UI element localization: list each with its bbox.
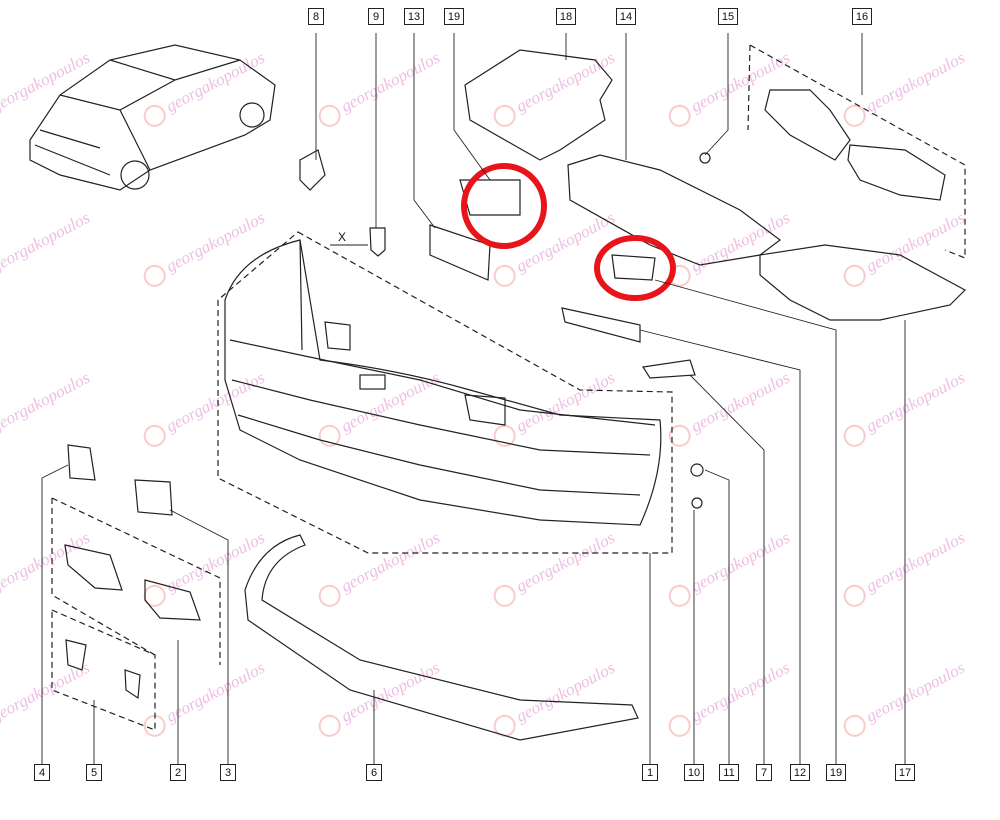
lower-lip-spoiler xyxy=(244,534,639,741)
x-marker: X xyxy=(338,230,347,244)
callout-14: 14 xyxy=(616,8,636,25)
callout-18: 18 xyxy=(556,8,576,25)
callout-5: 5 xyxy=(86,764,102,781)
side-brackets xyxy=(51,444,221,731)
callout-3: 3 xyxy=(220,764,236,781)
highlight-circle-part-19 xyxy=(461,163,547,249)
callout-7: 7 xyxy=(756,764,772,781)
highlight-circle-part-19-right xyxy=(594,235,676,301)
callout-2: 2 xyxy=(170,764,186,781)
bumper-group-outline xyxy=(217,231,673,554)
front-bumper-cover xyxy=(224,239,662,526)
leader-lines xyxy=(41,33,906,764)
callout-15: 15 xyxy=(718,8,738,25)
callout-4: 4 xyxy=(34,764,50,781)
callout-11: 11 xyxy=(719,764,739,781)
undertray-panels xyxy=(299,44,966,509)
callout-6: 6 xyxy=(366,764,382,781)
callout-1: 1 xyxy=(642,764,658,781)
callout-12: 12 xyxy=(790,764,810,781)
callout-9: 9 xyxy=(368,8,384,25)
callout-19-top: 19 xyxy=(444,8,464,25)
callout-17: 17 xyxy=(895,764,915,781)
callout-19-bottom: 19 xyxy=(826,764,846,781)
car-thumbnail xyxy=(29,44,276,191)
callout-8: 8 xyxy=(308,8,324,25)
callout-13: 13 xyxy=(404,8,424,25)
callout-10: 10 xyxy=(684,764,704,781)
callout-16: 16 xyxy=(852,8,872,25)
